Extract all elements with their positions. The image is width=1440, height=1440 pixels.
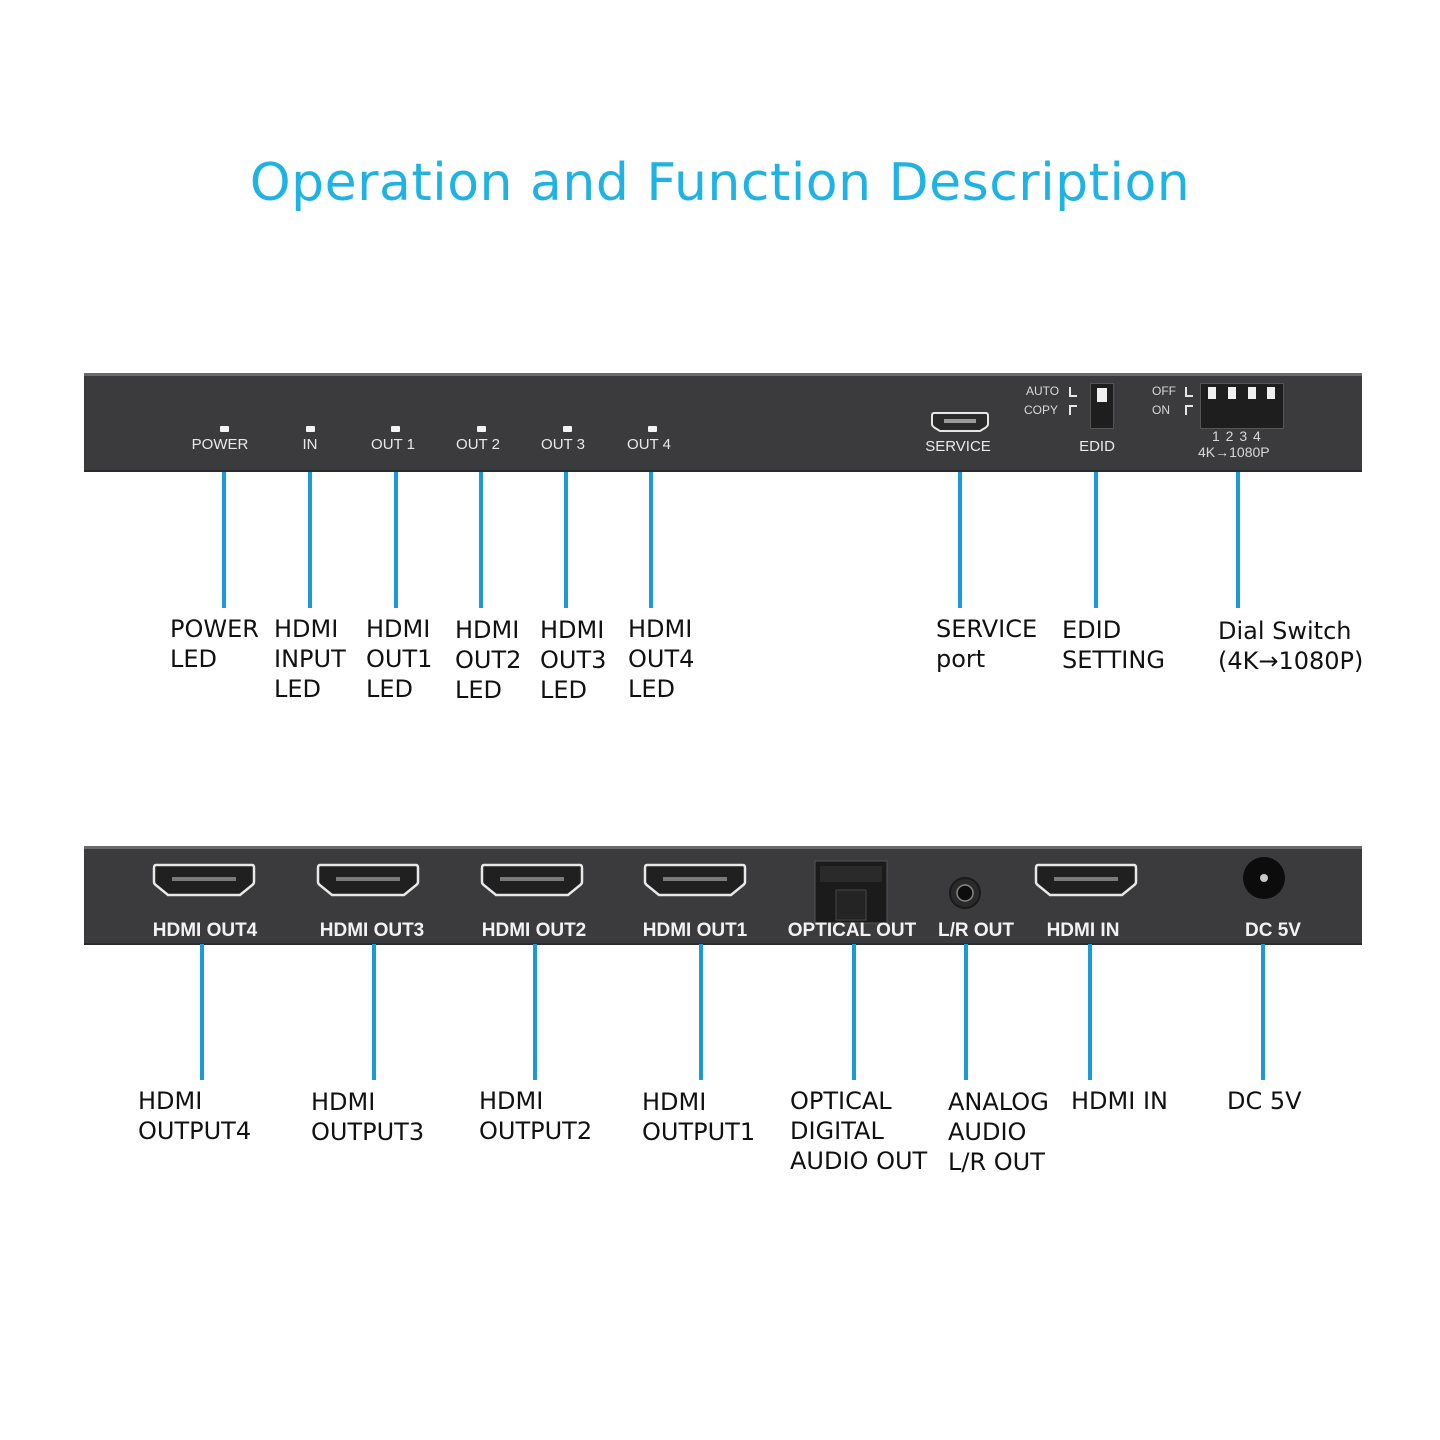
out1-led-indicator [391,426,400,432]
copy-mark-icon [1069,405,1077,415]
edid-auto-label: AUTO [1026,384,1060,398]
audio-jack-icon[interactable] [948,876,982,910]
callout-line-out3 [564,472,568,608]
callout-line-power [222,472,226,608]
callout-line-hdmi-in [1088,944,1092,1080]
callout-line-lr-out [964,944,968,1080]
callout-line-dc-5v [1261,944,1265,1080]
callout-dc-5v: DC 5V [1227,1087,1302,1115]
out3-led-label: OUT 3 [541,436,585,453]
in-led-label: IN [302,436,318,453]
out2-led-label: OUT 2 [456,436,500,453]
front-panel [84,373,1362,472]
out2-led-indicator [477,426,486,432]
optical-port-icon[interactable] [814,860,888,924]
auto-mark-icon [1069,387,1077,397]
dial-switch-2[interactable] [1228,387,1236,399]
power-led-label: POWER [191,436,249,453]
out4-led-label: OUT 4 [627,436,671,453]
hdmi-out3-label: HDMI OUT3 [319,920,425,941]
hdmi-out1-label: HDMI OUT1 [642,920,748,941]
callout-line-in [308,472,312,608]
callout-line-hdmi-out3 [372,944,376,1080]
callout-line-out4 [649,472,653,608]
on-mark-icon [1185,405,1193,415]
in-led-indicator [306,426,315,432]
hdmi-out2-port-icon[interactable] [480,862,584,898]
edid-switch-knob [1097,388,1107,402]
off-mark-icon [1185,387,1193,397]
power-led-indicator [220,426,229,432]
edid-copy-label: COPY [1024,403,1059,417]
callout-dial-switch: Dial Switch(4K→1080P) [1218,617,1364,675]
hdmi-out4-port-icon[interactable] [152,862,256,898]
dial-caption: 4K→1080P [1198,444,1270,460]
hdmi-out2-label: HDMI OUT2 [481,920,587,941]
dial-off-label: OFF [1152,384,1176,398]
dial-switch-3[interactable] [1248,387,1256,399]
hdmi-out3-port-icon[interactable] [316,862,420,898]
dc-power-jack-icon[interactable] [1242,856,1286,900]
dc-5v-label: DC 5V [1245,920,1301,941]
hdmi-out4-label: HDMI OUT4 [152,920,258,941]
callout-line-optical [852,944,856,1080]
dial-on-label: ON [1152,403,1170,417]
callout-line-dial [1236,472,1240,608]
dial-switch-4[interactable] [1267,387,1275,399]
callout-line-hdmi-out2 [533,944,537,1080]
out1-led-label: OUT 1 [371,436,415,453]
hdmi-in-label: HDMI IN [1046,920,1120,941]
dial-switch[interactable] [1200,383,1284,429]
out4-led-indicator [648,426,657,432]
edid-switch[interactable] [1090,383,1114,429]
out3-led-indicator [563,426,572,432]
callout-line-out2 [479,472,483,608]
callout-line-hdmi-out4 [200,944,204,1080]
callout-line-edid [1094,472,1098,608]
hdmi-out1-port-icon[interactable] [643,862,747,898]
callout-line-out1 [394,472,398,608]
edid-label: EDID [1079,438,1115,455]
dial-numbers: 1 2 3 4 [1212,428,1261,444]
service-label: SERVICE [925,438,991,455]
dial-switch-1[interactable] [1208,387,1216,399]
optical-out-label: OPTICAL OUT [787,920,917,941]
hdmi-in-port-icon[interactable] [1034,862,1138,898]
callout-hdmi-in: HDMI IN [1071,1087,1168,1115]
callout-line-service [958,472,962,608]
lr-out-label: L/R OUT [938,920,1014,941]
callout-line-hdmi-out1 [699,944,703,1080]
page-title: Operation and Function Description [249,152,1191,213]
micro-usb-port-icon[interactable] [930,410,990,434]
